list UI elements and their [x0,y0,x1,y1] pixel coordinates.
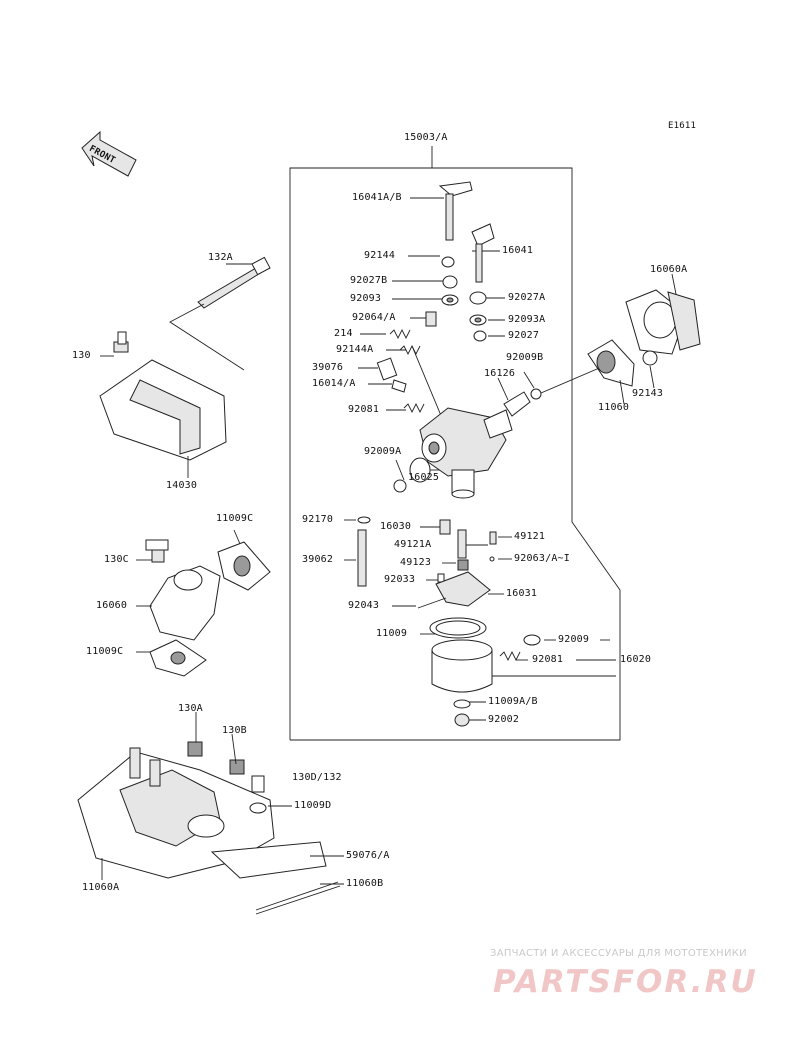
intake-16060 [136,529,271,677]
part-label: 39062 [302,554,334,565]
part-label: 92002 [488,714,520,725]
part-label: 92009A [364,446,402,457]
assembly-frame [289,167,621,741]
watermark-brand: PARTSFOR.RU [493,964,758,1000]
part-label: 92027 [508,330,540,341]
part-label: 130A [178,703,203,714]
part-label: 16025 [408,472,440,483]
part-label: 92144A [336,344,374,355]
part-label: 92027B [350,275,388,286]
part-label: 92043 [348,600,380,611]
part-label: 16020 [620,654,652,665]
part-label: 130B [222,725,247,736]
part-label: 11009A/B [488,696,538,707]
part-label: 11009 [376,628,408,639]
diagram-code: E1611 [668,121,697,131]
part-label: 92093A [508,314,546,325]
part-label: 49121A [394,539,432,550]
part-label: 132A [208,252,233,263]
part-label: 11060B [346,878,384,889]
part-label: 214 [334,328,353,339]
part-label: 16030 [380,521,412,532]
part-label: 130C [104,554,129,565]
throttle-shaft-parts [376,181,495,414]
part-label: 39076 [312,362,344,373]
part-label: 11009C [86,646,124,657]
part-label: 16126 [484,368,516,379]
part-label: 16031 [506,588,538,599]
watermark-tagline: ЗАПЧАСТИ И АКСЕССУАРЫ ДЛЯ МОТОТЕХНИКИ [490,948,747,959]
part-label: 92143 [632,388,664,399]
adapter-16060a [587,273,701,405]
part-label: 92081 [532,654,564,665]
part-label: 11009D [294,800,332,811]
part-label: 92009 [558,634,590,645]
part-label: 16041 [502,245,534,256]
part-label: 14030 [166,480,198,491]
part-label: 15003/A [404,132,448,143]
part-label: 130 [72,350,91,361]
front-arrow-icon [81,130,137,177]
float-bowl-parts [357,516,541,727]
part-label: 49123 [400,557,432,568]
part-label: 16041A/B [352,192,402,203]
part-label: 92063/A~I [514,553,570,564]
part-label: 16014/A [312,378,356,389]
part-label: 49121 [514,531,546,542]
leader-lines [344,197,616,721]
part-label: 11060 [598,402,630,413]
part-label: 92093 [350,293,382,304]
part-label: 92064/A [352,312,396,323]
part-label: 16060A [650,264,688,275]
part-label: 130D/132 [292,772,342,783]
part-label: 11009C [216,513,254,524]
shroud-14030 [99,256,271,478]
part-label: 92033 [384,574,416,585]
part-label: 16060 [96,600,128,611]
part-label: 92009B [506,352,544,363]
part-label: 92144 [364,250,396,261]
part-label: 92170 [302,514,334,525]
part-label: 92081 [348,404,380,415]
carburetor-body [393,388,542,499]
manifold-plate-11060a [77,712,344,915]
part-label: 11060A [82,882,120,893]
part-label: 92027A [508,292,546,303]
part-label: 59076/A [346,850,390,861]
